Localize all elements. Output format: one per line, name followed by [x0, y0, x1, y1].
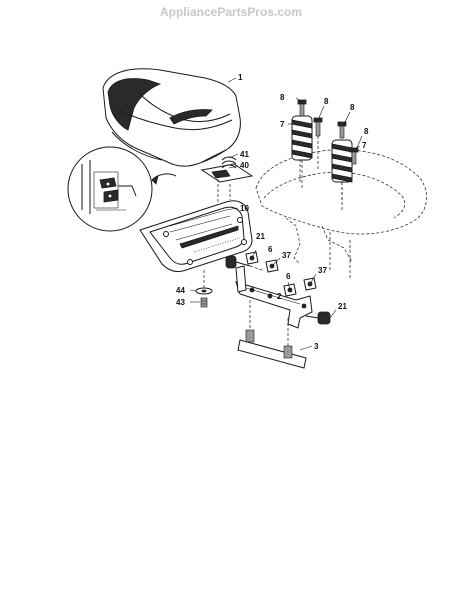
label-part-21-left: 21 — [256, 232, 265, 241]
slide-plate — [237, 300, 307, 369]
label-part-21-right: 21 — [338, 302, 347, 311]
label-part-7-left: 7 — [280, 120, 285, 129]
seat-pan — [139, 172, 253, 273]
label-part-43: 43 — [176, 298, 185, 307]
leader-lines — [189, 77, 363, 351]
label-part-3: 3 — [314, 342, 319, 351]
label-part-41: 41 — [240, 150, 249, 159]
label-part-2: 2 — [277, 292, 282, 301]
label-part-10: 10 — [240, 204, 249, 213]
label-part-6-left: 6 — [268, 245, 273, 254]
spring-centerlines — [301, 136, 343, 210]
label-part-8-b: 8 — [324, 97, 329, 106]
label-part-7-right: 7 — [362, 141, 367, 150]
spring-7-left — [291, 115, 313, 161]
label-part-6-right: 6 — [286, 272, 291, 281]
washer-44 — [195, 287, 213, 295]
label-part-1: 1 — [238, 73, 243, 82]
bolt-43 — [200, 297, 208, 308]
knob-bolt-21-right — [305, 311, 331, 325]
label-part-37-left: 37 — [282, 251, 291, 260]
seat — [102, 68, 241, 167]
seat-bracket — [235, 265, 313, 329]
spring-7-right — [331, 139, 353, 183]
bolt-8-a — [297, 99, 307, 117]
tractor-frame — [255, 149, 427, 280]
label-part-40: 40 — [240, 161, 249, 170]
label-part-8-a: 8 — [280, 93, 285, 102]
detail-inset — [67, 146, 177, 232]
knob-bolt-21-left — [225, 255, 263, 271]
label-part-37-right: 37 — [318, 266, 327, 275]
label-part-8-c: 8 — [350, 103, 355, 112]
label-part-8-d: 8 — [364, 127, 369, 136]
bolt-8-c — [337, 121, 347, 139]
bolt-8-b — [313, 117, 323, 137]
seat-spring-bracket — [200, 156, 254, 200]
label-part-44: 44 — [176, 286, 185, 295]
watermark: AppliancePartsPros.com — [160, 5, 302, 19]
